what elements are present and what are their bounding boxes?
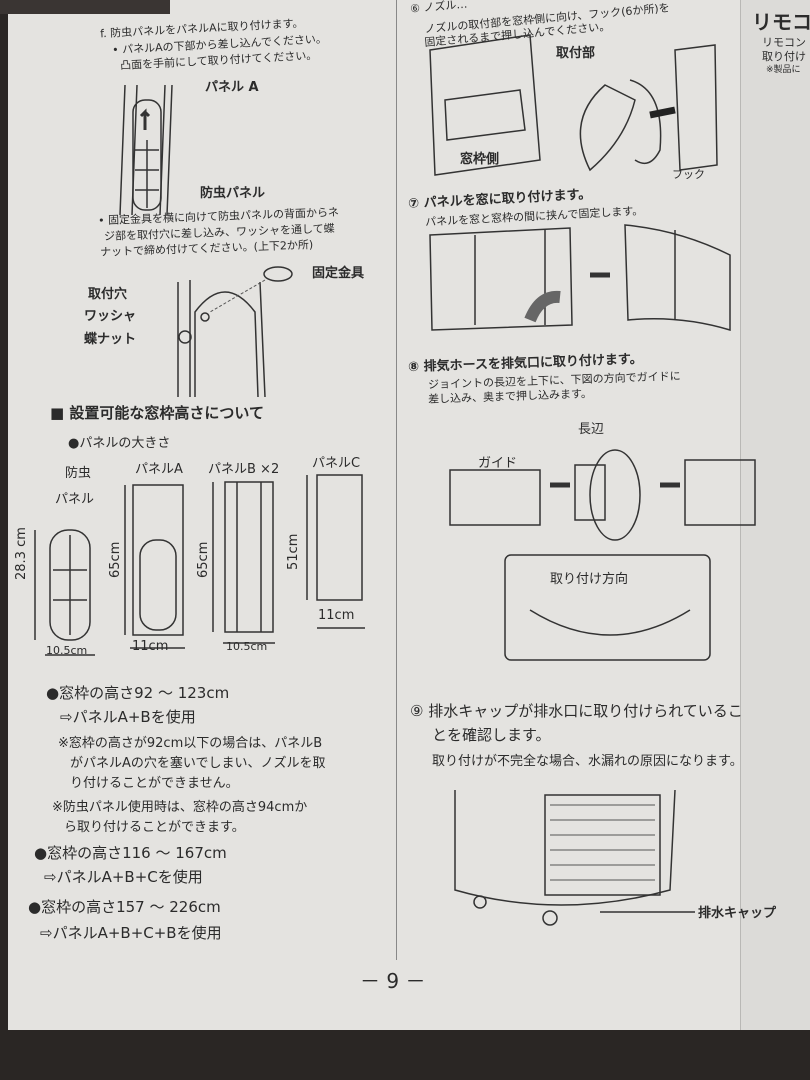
panel-name-a: パネルA <box>135 462 183 477</box>
label-hole: 取付穴 <box>88 287 128 302</box>
panel-name-insect: 防虫 <box>65 466 92 481</box>
height-b: 65cm <box>196 541 211 578</box>
panel-name-insect-2: パネル <box>55 492 95 507</box>
range-3-use: ⇨パネルA+B+C+Bを使用 <box>40 924 222 942</box>
manual-page <box>8 0 748 1030</box>
range-1-note-2: がパネルAの穴を塞いでしまい、ノズルを取 <box>70 756 326 771</box>
range-1-note-1: ※窓枠の高さが92cm以下の場合は、パネルB <box>58 736 323 751</box>
label-washer: ワッシャ <box>84 309 137 324</box>
panel-name-b: パネルB ×2 <box>208 462 280 477</box>
panel-size-diagram <box>34 474 365 656</box>
section-title: ■ 設置可能な窓枠高さについて <box>50 404 264 422</box>
width-c: 11cm <box>318 608 355 623</box>
width-b: 10.5cm <box>226 640 268 653</box>
next-page-line3: ※製品に <box>766 65 801 75</box>
next-page-line1: リモコン <box>762 36 806 49</box>
next-page-edge <box>740 0 810 1030</box>
nozzle-illustration <box>429 34 718 176</box>
step9-title-line2: とを確認します。 <box>432 726 551 744</box>
range-3-title: ●窓枠の高さ157 ～ 226cm <box>28 898 221 916</box>
width-insect: 10.5cm <box>46 644 88 657</box>
column-divider <box>396 0 397 960</box>
label-direction: 取り付け方向 <box>550 572 629 587</box>
label-insect-panel: 防虫パネル <box>200 186 266 201</box>
next-page-line2: 取り付け <box>762 50 806 63</box>
range-1-title: ●窓枠の高さ92 ～ 123cm <box>46 684 230 702</box>
section-subtitle: ●パネルの大きさ <box>68 436 171 451</box>
range-1-note-4: ※防虫パネル使用時は、窓枠の高さ94cmか <box>52 800 308 815</box>
label-mount: 取付部 <box>556 46 596 61</box>
label-nut: 蝶ナット <box>84 332 137 347</box>
range-2-title: ●窓枠の高さ116 ～ 167cm <box>34 844 227 862</box>
page-number: － 9 － <box>360 969 426 993</box>
next-page-title: リモコ <box>752 10 810 34</box>
height-a: 65cm <box>108 541 123 578</box>
exhaust-hose-illustration <box>449 449 756 661</box>
range-1-note-5: ら取り付けることができます。 <box>64 820 245 835</box>
height-insect: 28.3 cm <box>14 527 29 580</box>
range-1-use: ⇨パネルA+Bを使用 <box>60 708 196 726</box>
label-drain-cap: 排水キャップ <box>698 906 777 921</box>
background-edge <box>0 0 170 14</box>
height-c: 51cm <box>286 533 301 570</box>
label-bracket: 固定金具 <box>312 266 365 281</box>
label-hook: フック <box>672 168 705 181</box>
label-guide: ガイド <box>478 456 518 471</box>
step9-title-line1: ⑨ 排水キャップが排水口に取り付けられているこ <box>410 702 743 720</box>
label-frame-side: 窓枠側 <box>460 152 500 167</box>
width-a: 11cm <box>132 639 169 654</box>
bracket-illustration <box>177 266 293 398</box>
range-2-use: ⇨パネルA+B+Cを使用 <box>44 868 203 886</box>
label-panel-a: パネル A <box>205 80 259 95</box>
drain-cap-illustration <box>454 789 695 926</box>
label-long-side: 長辺 <box>578 422 605 437</box>
panel-name-c: パネルC <box>312 456 361 471</box>
window-illustration <box>429 224 731 332</box>
range-1-note-3: り付けることができません。 <box>70 776 239 791</box>
step9-desc: 取り付けが不完全な場合、水漏れの原因になります。 <box>432 754 743 769</box>
panel-a-illustration <box>119 84 173 216</box>
